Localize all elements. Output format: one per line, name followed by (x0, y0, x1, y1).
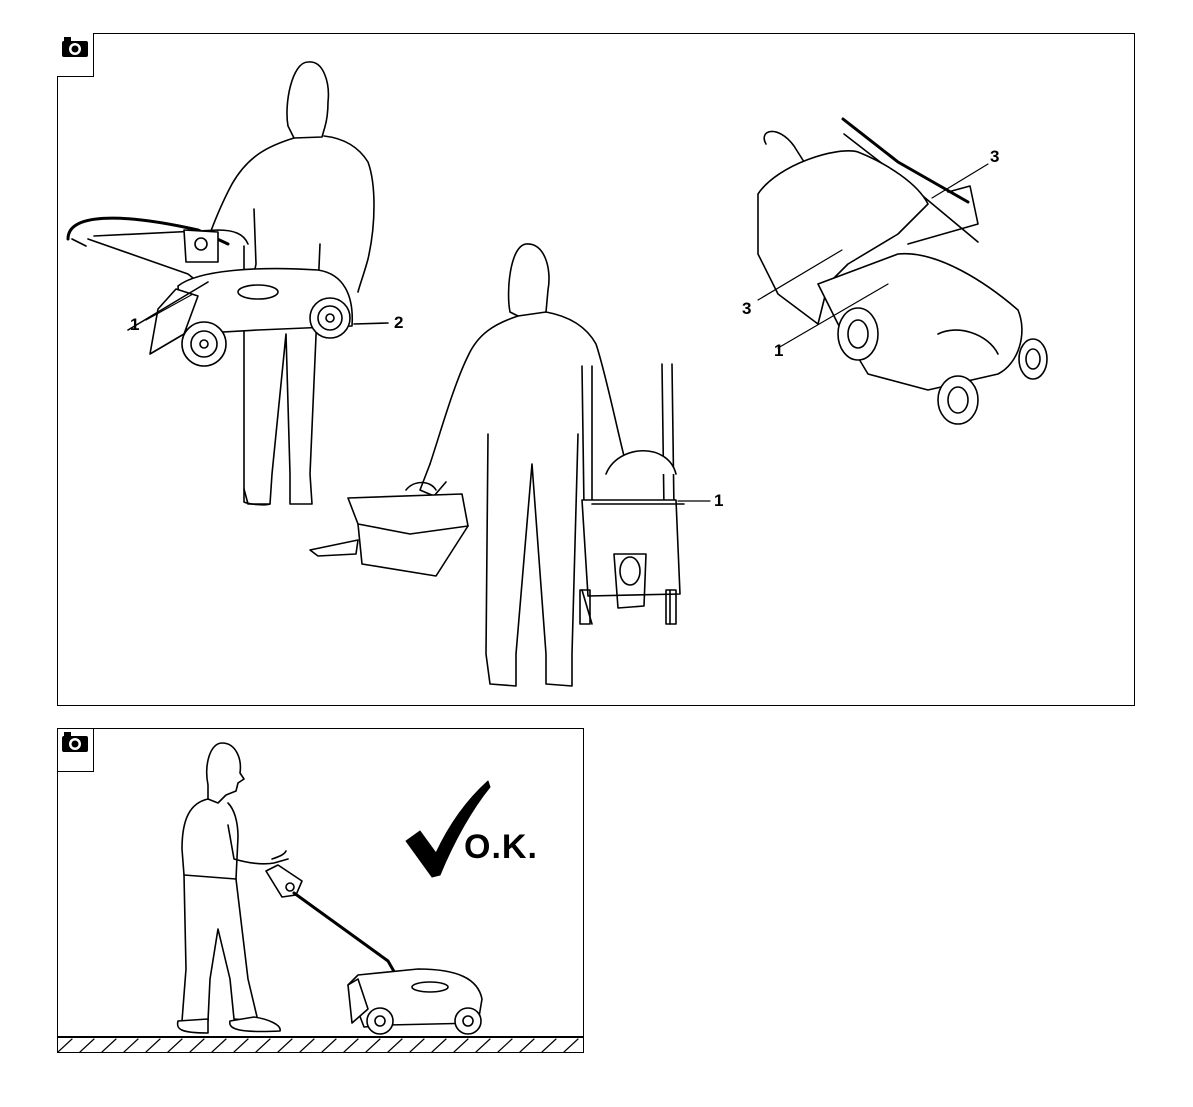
callout-2: 2 (394, 314, 403, 331)
ground-line (58, 1037, 583, 1052)
carrying-mower-illustration (58, 34, 1134, 705)
grass-catcher (310, 483, 468, 577)
callout-1-center: 1 (714, 492, 723, 509)
callout-1-left: 1 (130, 316, 139, 333)
figure-panel-carrying: 1 2 1 3 3 1 (57, 33, 1135, 706)
person-carrying-frontal (420, 244, 626, 686)
mower-pushed (266, 865, 482, 1034)
callout-1-right: 1 (774, 342, 783, 359)
callout-3-top: 3 (990, 148, 999, 165)
mowing-posture-illustration (58, 729, 583, 1052)
mower-front-view (580, 364, 684, 624)
mower-angled-view (758, 119, 1047, 424)
figure-panel-mowing-posture: O.K. (57, 728, 584, 1053)
callout-3-left: 3 (742, 300, 751, 317)
person-mowing (178, 743, 288, 1033)
mower-side-view (68, 218, 388, 366)
ok-label: O.K. (464, 830, 538, 864)
